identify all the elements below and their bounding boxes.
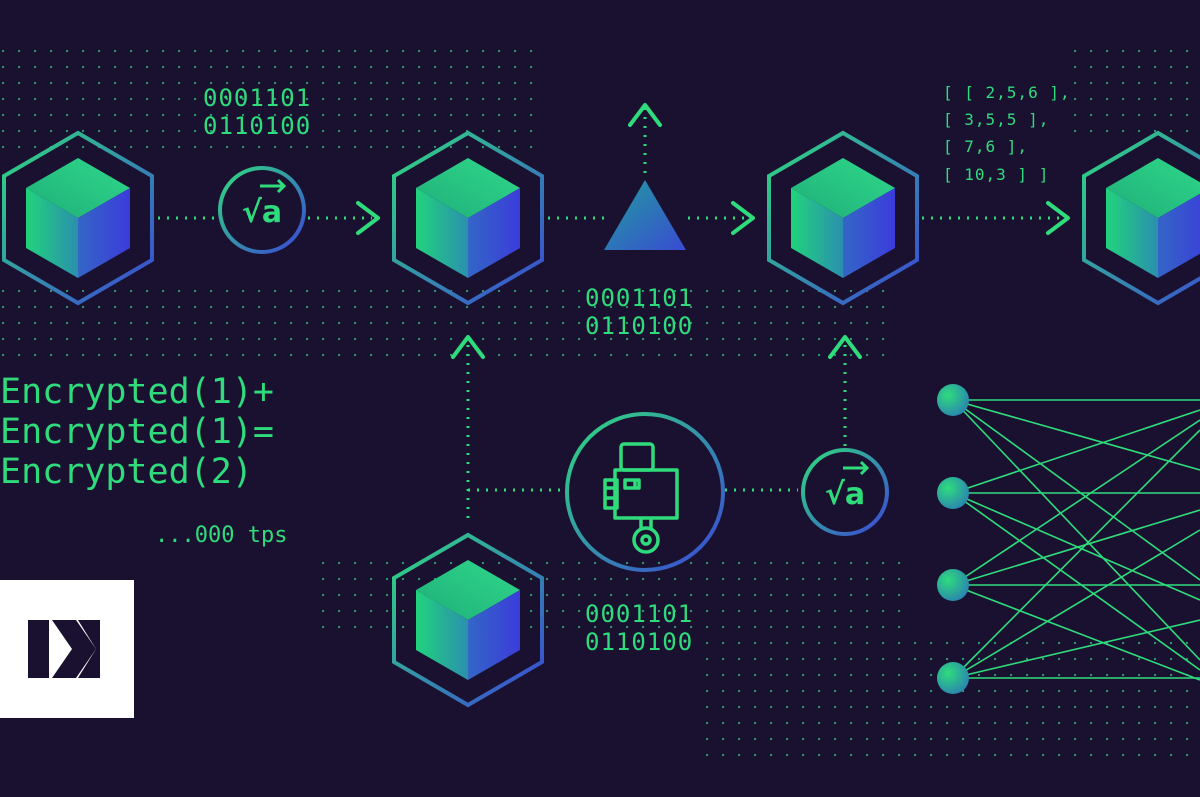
arrow-up-icon: [630, 105, 660, 125]
dot-grid-middle: [0, 290, 890, 370]
arrow-right-icon: [358, 203, 378, 233]
dot-grid-top-right: [1065, 40, 1200, 140]
logo-k-icon: [0, 580, 134, 718]
sqrt-label: √a: [242, 195, 282, 230]
cube-node-icon: [1084, 133, 1200, 303]
matrix-line-3: [ 7,6 ],: [943, 137, 1028, 156]
logo: [0, 580, 134, 718]
triangle-icon: [604, 180, 686, 250]
binary-bottom-line-1: 0001101: [585, 600, 693, 628]
matrix-line-4: [ 10,3 ] ]: [943, 165, 1049, 184]
encrypted-line-2: Encrypted(1)=: [0, 412, 274, 452]
binary-top-line-2: 0110100: [203, 112, 311, 140]
binary-mid-line-1: 0001101: [585, 284, 693, 312]
matrix-line-2: [ 3,5,5 ],: [943, 110, 1049, 129]
binary-bottom-line-2: 0110100: [585, 628, 693, 656]
binary-top-line-1: 0001101: [203, 84, 311, 112]
lock-robot-icon: [567, 414, 723, 570]
sqrt-label: √a: [825, 477, 865, 512]
matrix-line-1: [ [ 2,5,6 ],: [943, 83, 1071, 102]
encrypted-line-3: Encrypted(2): [0, 452, 253, 492]
dot-grid-bottom-right: [705, 640, 1200, 760]
tps-label: ...000 tps: [155, 523, 287, 548]
binary-mid-line-2: 0110100: [585, 312, 693, 340]
encrypted-line-1: Encrypted(1)+: [0, 372, 274, 412]
cube-node-icon: [769, 133, 917, 303]
sqrt-vector-icon: √a: [803, 450, 887, 534]
sqrt-vector-icon: √a: [220, 168, 304, 252]
